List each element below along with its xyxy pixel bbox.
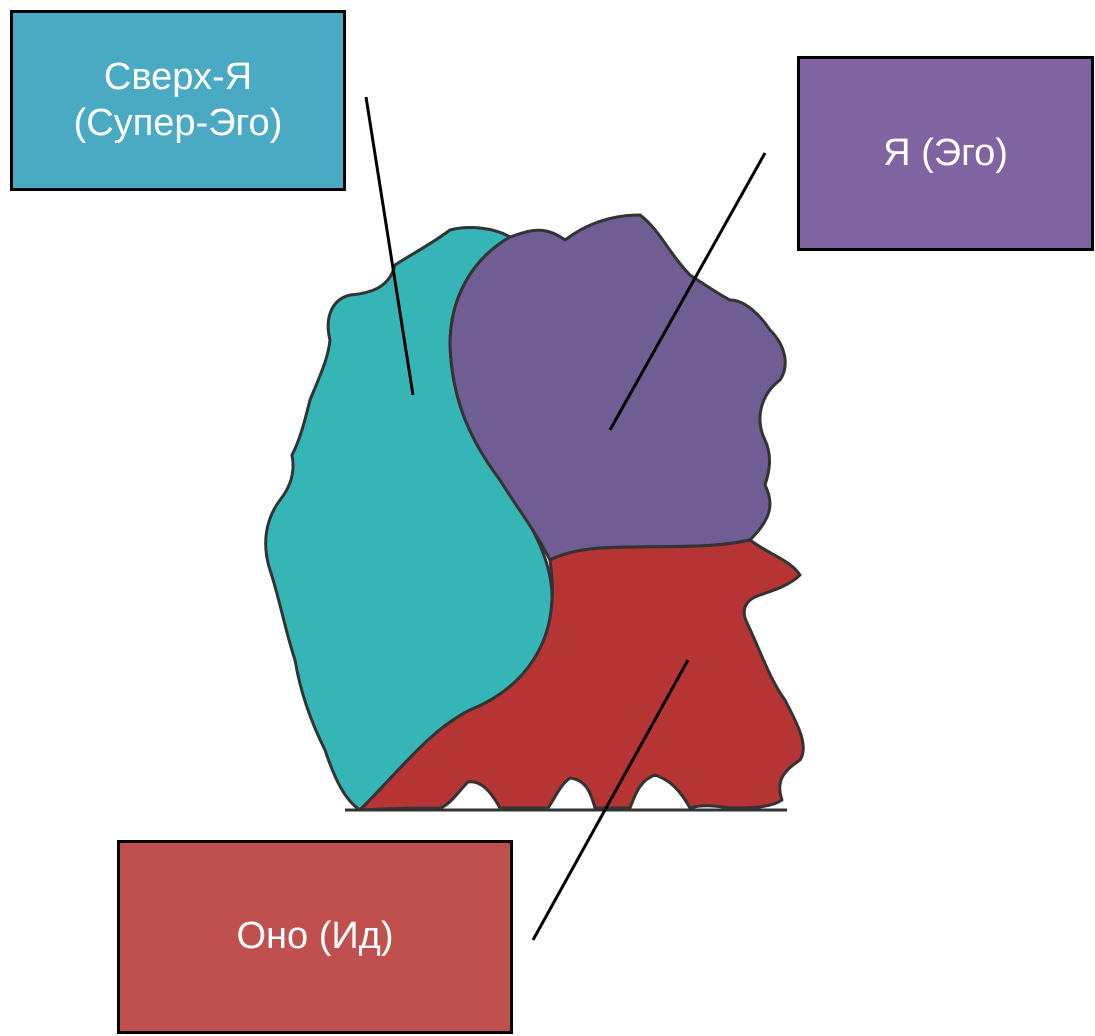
id-label-box: Оно (Ид) (117, 840, 513, 1034)
ego-leader-line (608, 152, 767, 431)
id-leader-line (531, 659, 690, 941)
superego-leader-line (364, 96, 415, 396)
superego-label-box: Сверх-Я (Супер-Эго) (10, 10, 346, 191)
id-label: Оно (Ид) (236, 915, 394, 958)
ego-label: Я (Эго) (883, 131, 1008, 174)
ego-region (448, 213, 787, 562)
ego-label-box: Я (Эго) (797, 56, 1094, 251)
superego-label: Сверх-Я (Супер-Эго) (73, 55, 283, 144)
